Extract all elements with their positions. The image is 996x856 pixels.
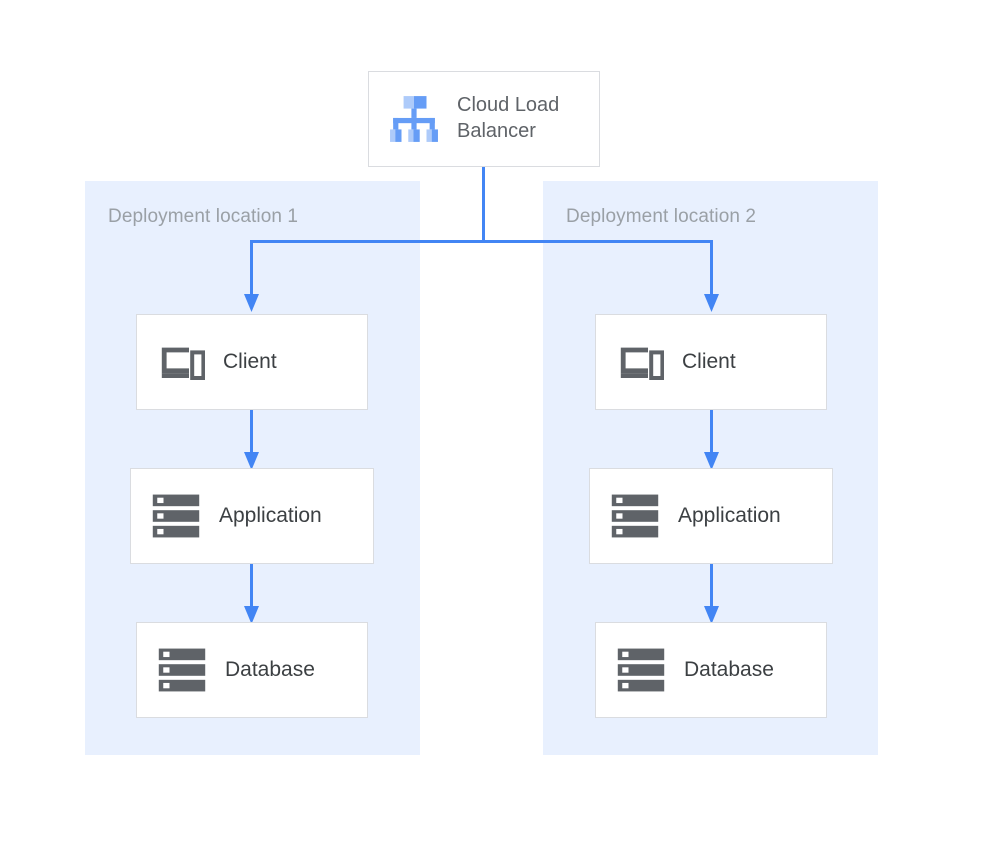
cloud-load-balancer-label-line-2: Balancer bbox=[457, 120, 536, 142]
node-client-location-2-label: Client bbox=[682, 350, 736, 373]
connector-lb-stem bbox=[482, 167, 485, 242]
connector-application-to-database-1 bbox=[250, 564, 253, 610]
connector-client-to-application-1 bbox=[250, 410, 253, 456]
server-stack-icon bbox=[152, 494, 200, 538]
node-database-location-2-label: Database bbox=[684, 658, 774, 681]
cloud-load-balancer-label-line-1: Cloud Load bbox=[457, 94, 560, 117]
node-client-location-2[interactable]: Client bbox=[595, 314, 827, 410]
server-stack-icon bbox=[617, 648, 665, 692]
node-application-location-1[interactable]: Application bbox=[130, 468, 374, 564]
node-application-location-2-label: Application bbox=[678, 504, 781, 527]
deployment-location-2-label: Deployment location 2 bbox=[566, 206, 757, 227]
server-stack-icon bbox=[158, 648, 206, 692]
arrowhead-application-2 bbox=[704, 452, 719, 470]
client-devices-icon bbox=[620, 347, 664, 380]
connector-branch-left-drop bbox=[250, 240, 253, 298]
cloud-load-balancer-node[interactable]: Cloud Load Balancer bbox=[368, 71, 600, 167]
node-client-location-1-label: Client bbox=[223, 350, 277, 373]
arrowhead-database-1 bbox=[244, 606, 259, 624]
node-application-location-2[interactable]: Application bbox=[589, 468, 833, 564]
server-stack-icon bbox=[611, 494, 659, 538]
connector-branch-right-drop bbox=[710, 240, 713, 298]
node-database-location-1-label: Database bbox=[225, 658, 315, 681]
client-devices-icon bbox=[161, 347, 205, 380]
arrowhead-to-client-1 bbox=[244, 294, 259, 312]
connector-application-to-database-2 bbox=[710, 564, 713, 610]
node-client-location-1[interactable]: Client bbox=[136, 314, 368, 410]
arrowhead-application-1 bbox=[244, 452, 259, 470]
node-application-location-1-label: Application bbox=[219, 504, 322, 527]
deployment-location-1-label: Deployment location 1 bbox=[108, 206, 299, 227]
node-database-location-2[interactable]: Database bbox=[595, 622, 827, 718]
load-balancer-hierarchy-icon bbox=[390, 96, 438, 142]
arrowhead-to-client-2 bbox=[704, 294, 719, 312]
connector-client-to-application-2 bbox=[710, 410, 713, 456]
cloud-load-balancer-label: Cloud Load Balancer bbox=[457, 93, 559, 144]
node-database-location-1[interactable]: Database bbox=[136, 622, 368, 718]
arrowhead-database-2 bbox=[704, 606, 719, 624]
connector-branch-bar bbox=[251, 240, 712, 243]
